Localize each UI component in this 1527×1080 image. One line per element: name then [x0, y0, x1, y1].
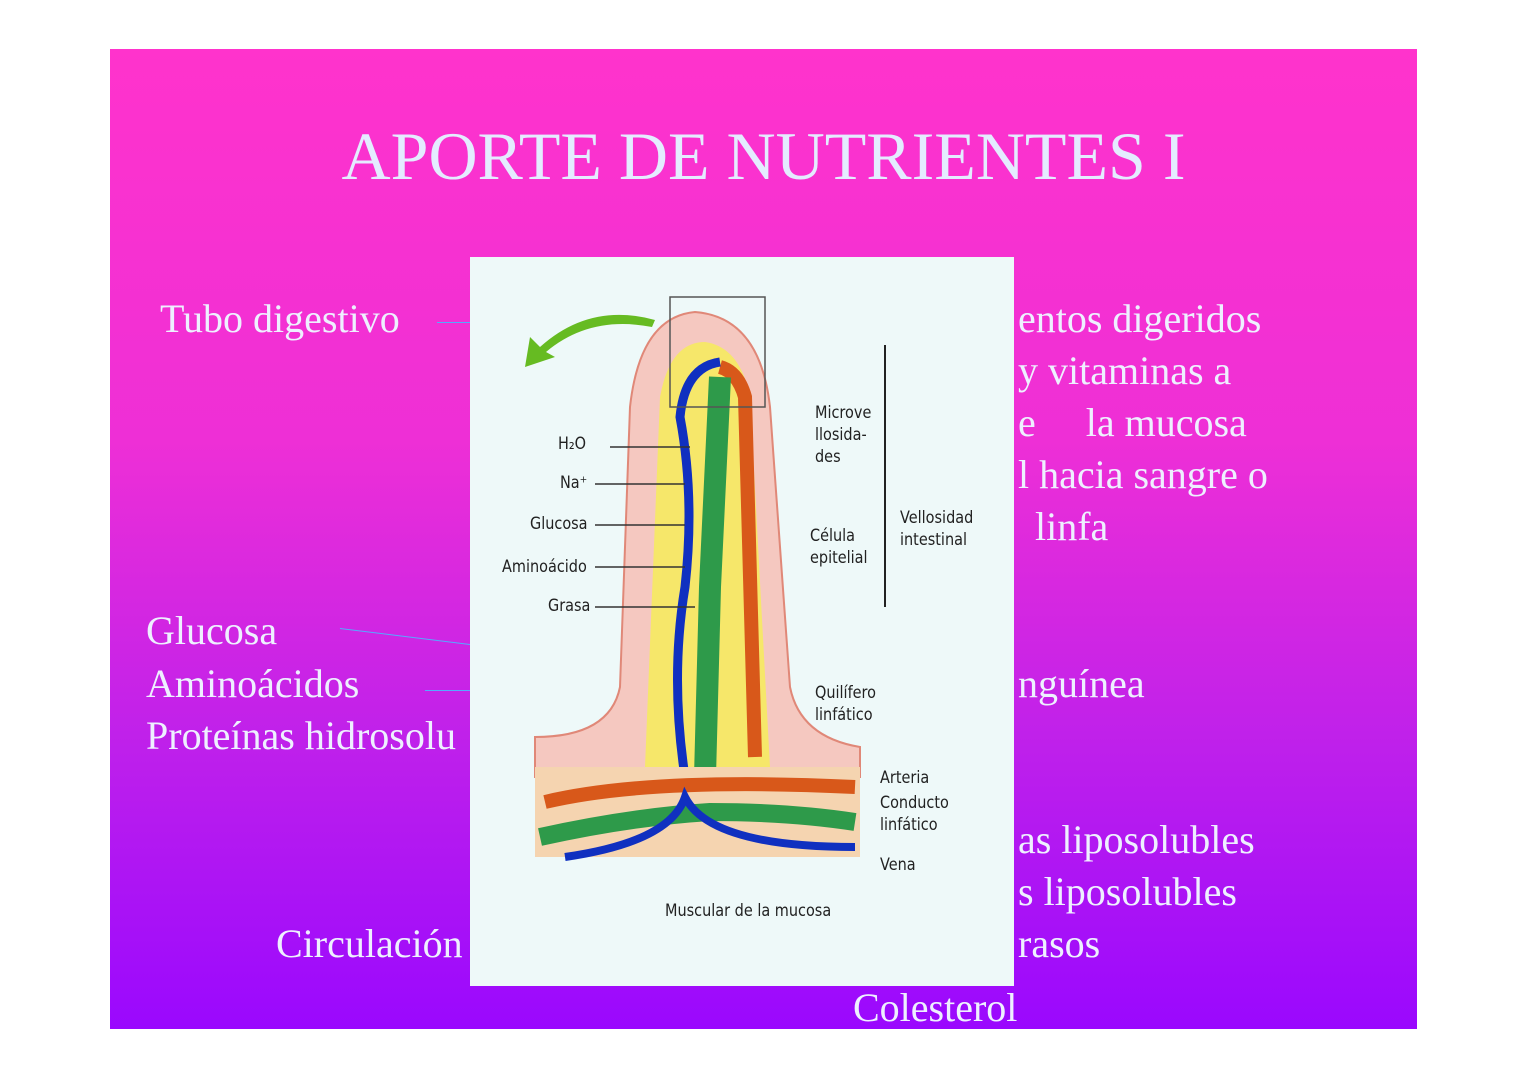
label-microvellosidades: Microve llosida- des	[815, 403, 872, 467]
text-line: y vitaminas a	[1018, 348, 1232, 393]
label-arteria: Arteria	[880, 768, 930, 788]
label-glucosa-fig: Glucosa	[530, 514, 588, 534]
vein	[673, 357, 721, 778]
label-celula-epitelial: Célula epitelial	[810, 526, 868, 568]
artery-base	[543, 777, 856, 809]
label-tubo-digestivo: Tubo digestivo	[160, 296, 400, 341]
label-circulacion: Circulación	[276, 921, 463, 966]
label-conducto: Conducto linfático	[880, 793, 949, 835]
text-line: l hacia sangre o	[1018, 452, 1268, 497]
vein-base	[564, 786, 856, 861]
text-line: rasos	[1018, 921, 1101, 966]
label-vena: Vena	[880, 855, 916, 875]
connector-line	[437, 322, 470, 323]
text-line: e la mucosa	[1018, 400, 1247, 445]
text-line: s liposolubles	[1018, 869, 1237, 914]
text-line: nguínea	[1018, 661, 1145, 706]
label-grasa: Grasa	[548, 596, 591, 616]
villus-illustration	[525, 296, 886, 861]
label-muscular: Muscular de la mucosa	[665, 901, 832, 921]
label-aminoacido: Aminoácido	[502, 557, 587, 577]
text-line: Colesterol	[853, 985, 1018, 1030]
label-na: Na⁺	[560, 473, 588, 493]
text-line: as liposolubles	[1018, 817, 1255, 862]
label-aminoacidos: Aminoácidos	[146, 661, 360, 706]
text-line: entos digeridos	[1018, 296, 1262, 341]
label-proteinas: Proteínas hidrosolu	[146, 713, 456, 758]
slide-title: APORTE DE NUTRIENTES I	[341, 118, 1186, 194]
leader-lines	[595, 446, 695, 608]
lymph-base	[538, 802, 857, 846]
microvilli-callout-box	[669, 296, 766, 408]
label-glucosa: Glucosa	[146, 608, 278, 653]
connector-line	[339, 628, 472, 646]
label-vellosidad: Vellosidad intestinal	[900, 508, 974, 550]
label-quilifero: Quilífero linfático	[815, 683, 877, 725]
villus-diagram: H₂O Na⁺ Glucosa Aminoácido Grasa Microve…	[470, 257, 1014, 986]
green-arrow-icon	[525, 314, 655, 367]
connector-line	[425, 690, 470, 691]
artery	[717, 360, 762, 758]
slide: APORTE DE NUTRIENTES I Tubo digestivo Gl…	[110, 49, 1417, 1029]
text-line: linfa	[1035, 504, 1109, 549]
lymph-vessel	[694, 376, 731, 778]
label-h2o: H₂O	[558, 434, 587, 454]
